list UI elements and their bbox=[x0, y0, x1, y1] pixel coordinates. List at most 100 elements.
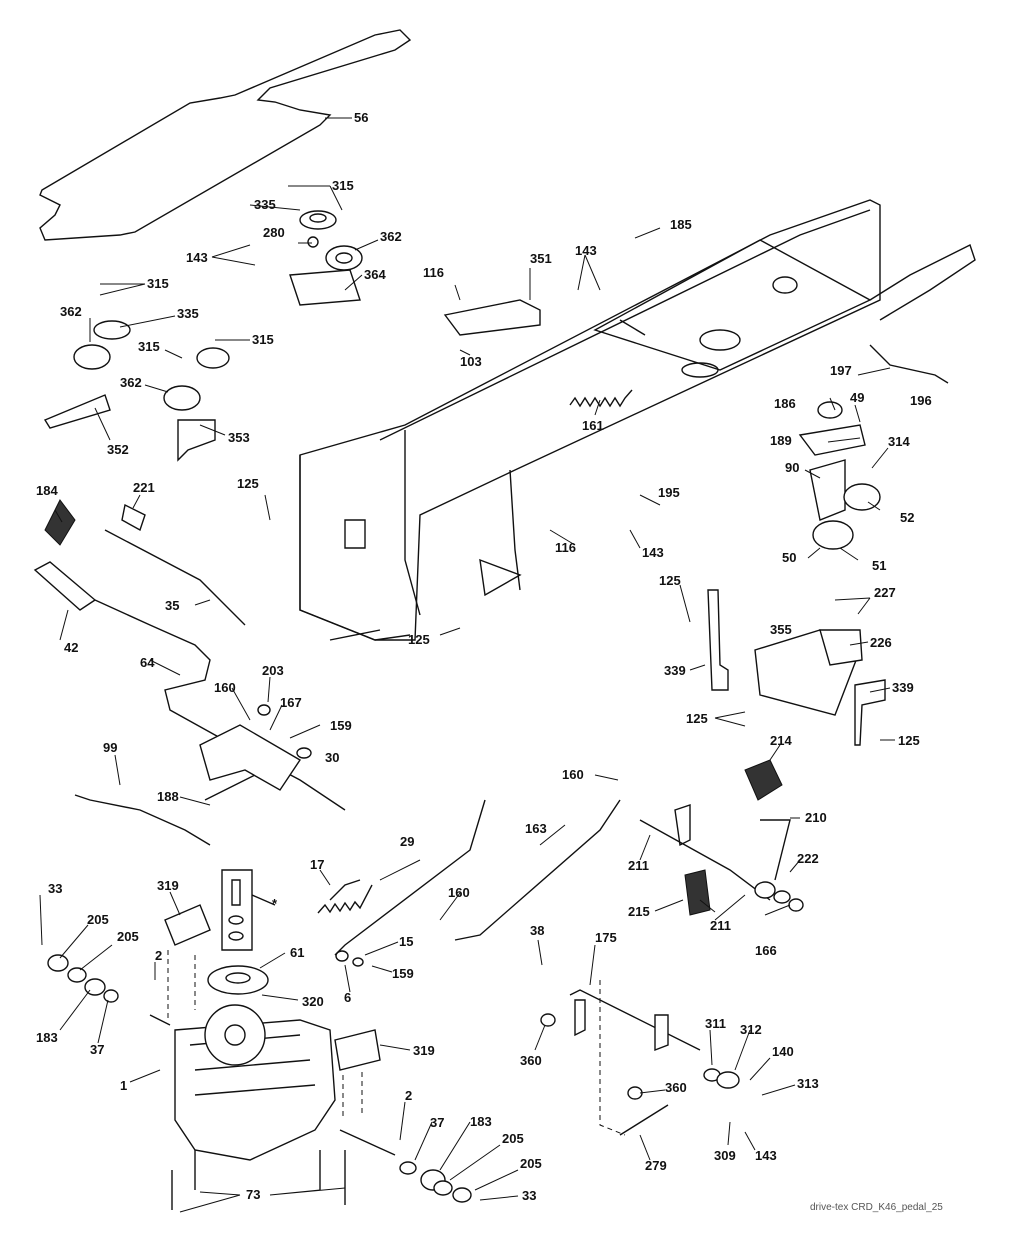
part-label: 360 bbox=[520, 1053, 542, 1068]
part-label: 61 bbox=[290, 945, 304, 960]
part-label: 37 bbox=[90, 1042, 104, 1057]
part-label: 314 bbox=[888, 434, 910, 449]
part-label: 175 bbox=[595, 930, 617, 945]
part-label: 125 bbox=[408, 632, 430, 647]
part-label: 312 bbox=[740, 1022, 762, 1037]
part-label: 315 bbox=[138, 339, 160, 354]
spring-161 bbox=[569, 389, 633, 408]
hardware-kit-box bbox=[221, 869, 276, 951]
part-label: 116 bbox=[423, 265, 444, 280]
part-label: 6 bbox=[344, 990, 351, 1005]
part-label: 1 bbox=[120, 1078, 127, 1093]
part-label: 143 bbox=[186, 250, 208, 265]
part-label: 37 bbox=[430, 1115, 444, 1130]
part-label: 362 bbox=[120, 375, 142, 390]
part-label: 335 bbox=[254, 197, 276, 212]
part-label: 203 bbox=[262, 663, 284, 678]
part-label: 205 bbox=[87, 912, 109, 927]
part-label: 339 bbox=[892, 680, 914, 695]
part-label: 90 bbox=[785, 460, 799, 475]
part-label: 311 bbox=[705, 1016, 726, 1031]
part-label: 56 bbox=[354, 110, 368, 125]
part-label: 143 bbox=[642, 545, 664, 560]
part-label: 309 bbox=[714, 1148, 736, 1163]
pedal-linkage bbox=[329, 759, 791, 1136]
tensioner-assembly-right bbox=[798, 344, 949, 550]
lift-levers bbox=[33, 499, 346, 846]
part-label: 362 bbox=[60, 304, 82, 319]
part-label: 335 bbox=[177, 306, 199, 321]
part-label: 159 bbox=[392, 966, 414, 981]
part-label: 30 bbox=[325, 750, 339, 765]
part-label: 315 bbox=[252, 332, 274, 347]
part-label: 159 bbox=[330, 718, 352, 733]
part-label: 33 bbox=[522, 1188, 536, 1203]
part-label: 315 bbox=[332, 178, 354, 193]
part-label: 184 bbox=[36, 483, 58, 498]
part-label: 351 bbox=[530, 251, 552, 266]
part-label: 353 bbox=[228, 430, 250, 445]
part-label: 143 bbox=[575, 243, 597, 258]
part-label: 2 bbox=[155, 948, 162, 963]
part-label: 183 bbox=[470, 1114, 492, 1129]
part-label: 160 bbox=[214, 680, 236, 695]
part-label: 196 bbox=[910, 393, 932, 408]
part-label: 185 bbox=[670, 217, 692, 232]
idler-pulleys-upper bbox=[289, 210, 363, 306]
part-label: 205 bbox=[117, 929, 139, 944]
part-label: 222 bbox=[797, 851, 819, 866]
part-label: 215 bbox=[628, 904, 650, 919]
part-label: 362 bbox=[380, 229, 402, 244]
part-label: 42 bbox=[64, 640, 78, 655]
part-label: 17 bbox=[310, 857, 324, 872]
part-label: 163 bbox=[525, 821, 547, 836]
transmission-1 bbox=[149, 904, 396, 1210]
part-label: 125 bbox=[237, 476, 259, 491]
part-label: 161 bbox=[582, 418, 604, 433]
part-label: 160 bbox=[448, 885, 470, 900]
part-label: 188 bbox=[157, 789, 179, 804]
part-label: 15 bbox=[399, 934, 413, 949]
part-label: 186 bbox=[774, 396, 796, 411]
part-label: 103 bbox=[460, 354, 482, 369]
part-label: 35 bbox=[165, 598, 179, 613]
part-label: 221 bbox=[133, 480, 155, 495]
part-label: 205 bbox=[520, 1156, 542, 1171]
part-label: 211 bbox=[628, 858, 649, 873]
part-label: 52 bbox=[900, 510, 914, 525]
part-label: 355 bbox=[770, 622, 792, 637]
drive-belt-56 bbox=[39, 29, 412, 241]
brackets-339-355 bbox=[707, 589, 886, 746]
part-label: 280 bbox=[263, 225, 285, 240]
part-label: 51 bbox=[872, 558, 886, 573]
part-label: 160 bbox=[562, 767, 584, 782]
part-label: 29 bbox=[400, 834, 414, 849]
spring-17 bbox=[317, 884, 373, 914]
washers-small-parts bbox=[47, 704, 804, 1203]
part-label: 319 bbox=[413, 1043, 435, 1058]
drawing-caption: drive-tex CRD_K46_pedal_25 bbox=[810, 1202, 943, 1213]
part-label: 210 bbox=[805, 810, 827, 825]
part-label: 195 bbox=[658, 485, 680, 500]
part-label: 313 bbox=[797, 1076, 819, 1091]
leader-lines bbox=[39, 117, 895, 1213]
part-number-labels: 56 315 335 280 362 143 364 315 362 335 3… bbox=[36, 110, 932, 1203]
part-label: 320 bbox=[302, 994, 324, 1009]
frame-chassis bbox=[299, 199, 976, 641]
part-label: 352 bbox=[107, 442, 129, 457]
part-label: 166 bbox=[755, 943, 777, 958]
part-label: 167 bbox=[280, 695, 302, 710]
part-label: 2 bbox=[405, 1088, 412, 1103]
part-label: 49 bbox=[850, 390, 864, 405]
part-label: 50 bbox=[782, 550, 796, 565]
idler-pulleys-left bbox=[43, 320, 230, 462]
part-label: 183 bbox=[36, 1030, 58, 1045]
part-label: 143 bbox=[755, 1148, 777, 1163]
part-label: 214 bbox=[770, 733, 792, 748]
part-label: 38 bbox=[530, 923, 544, 938]
part-label: 319 bbox=[157, 878, 179, 893]
part-label: 315 bbox=[147, 276, 169, 291]
part-label: 197 bbox=[830, 363, 852, 378]
part-label: 99 bbox=[103, 740, 117, 755]
